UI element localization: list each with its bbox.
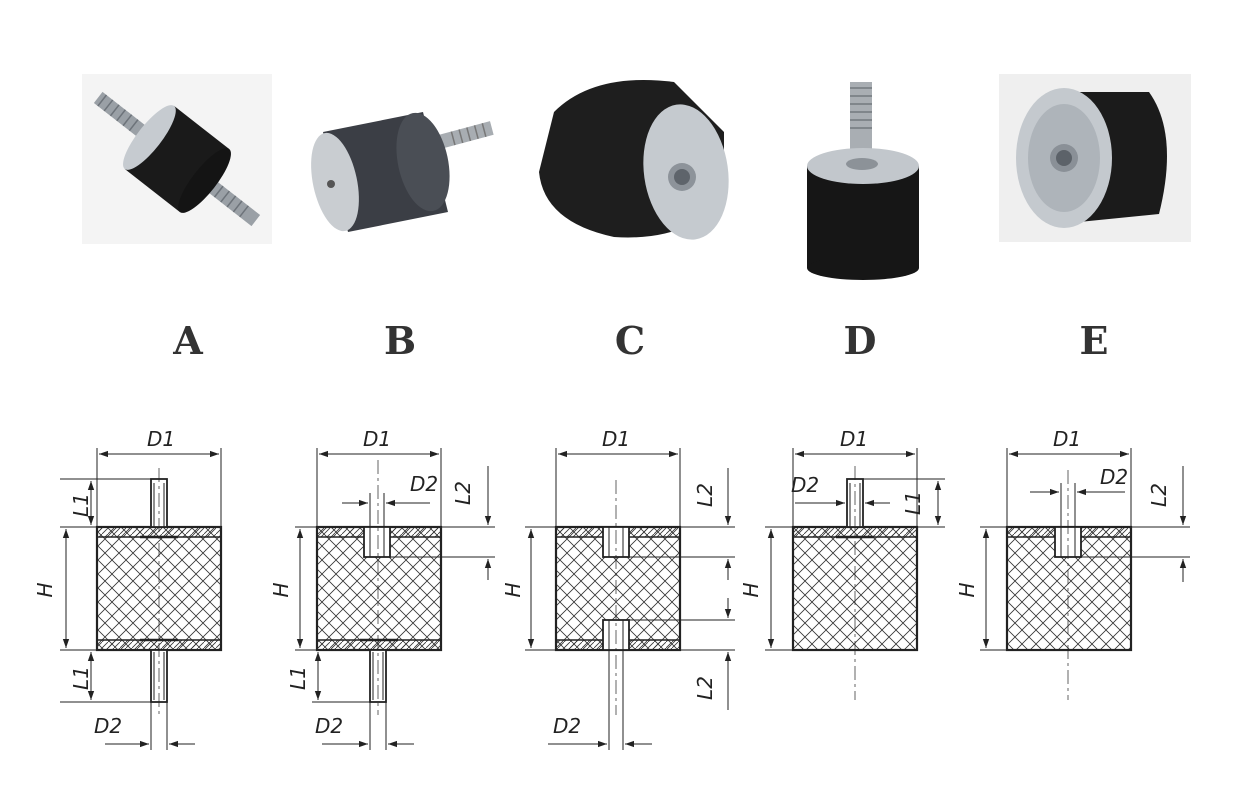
- dim-label-d-d1: D1: [840, 427, 868, 451]
- dim-label-a-d2: D2: [94, 714, 122, 738]
- photo-mount-e: [999, 74, 1191, 242]
- photo-mount-c: [534, 72, 734, 247]
- dim-label-b-l1: L1: [286, 666, 310, 690]
- dim-label-a-h: H: [33, 582, 57, 597]
- dim-label-d-h: H: [739, 582, 763, 597]
- dim-label-c-l2-top: L2: [693, 483, 717, 507]
- photo-mount-d: [792, 76, 937, 286]
- drawing-c: [525, 448, 735, 750]
- dim-label-c-d2: D2: [553, 714, 581, 738]
- dim-label-b-d2: D2: [410, 472, 438, 496]
- variant-label-a: A: [173, 318, 203, 363]
- drawing-a: [60, 448, 223, 750]
- drawing-e: [980, 448, 1190, 700]
- dim-label-b-h: H: [269, 582, 293, 597]
- photo-mount-b: [303, 92, 503, 242]
- dim-label-a-l1-top: L1: [69, 493, 93, 517]
- drawing-b: [295, 448, 495, 750]
- photo-mount-a: [82, 74, 272, 244]
- dim-label-e-h: H: [955, 582, 979, 597]
- dim-label-a-d1: D1: [147, 427, 175, 451]
- dim-label-c-l2-bottom: L2: [693, 676, 717, 700]
- dim-label-d-d2: D2: [791, 473, 819, 497]
- dim-label-e-d1: D1: [1053, 427, 1081, 451]
- dim-label-c-d1: D1: [602, 427, 630, 451]
- variant-label-e: E: [1079, 318, 1109, 363]
- dim-label-a-l1-bottom: L1: [69, 666, 93, 690]
- dim-label-b-l2: L2: [451, 481, 475, 505]
- dim-label-d-l1: L1: [901, 491, 925, 515]
- variant-label-d: D: [843, 318, 877, 363]
- drawing-d: [765, 448, 945, 700]
- variant-label-c: C: [614, 318, 646, 363]
- dim-label-b-d2-bottom: D2: [315, 714, 343, 738]
- variant-label-b: B: [383, 318, 417, 363]
- dim-label-b-d1: D1: [363, 427, 391, 451]
- dim-label-e-d2: D2: [1100, 465, 1128, 489]
- dim-label-c-h: H: [501, 582, 525, 597]
- dim-label-e-l2: L2: [1147, 483, 1171, 507]
